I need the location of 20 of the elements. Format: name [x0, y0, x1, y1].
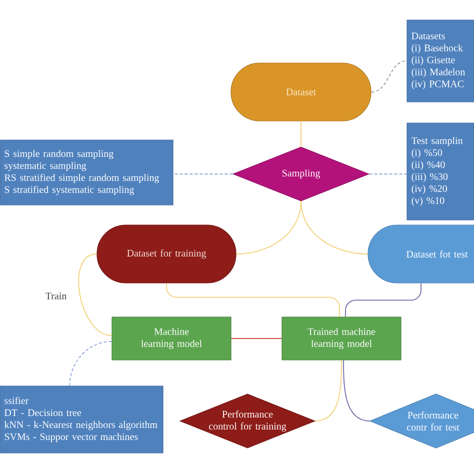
connector-line [78, 254, 112, 336]
rounded-box: Dataset for training [96, 224, 236, 284]
text-box: S simple random sampling systematic sampling RS stratified simple random sampling S stratified systematic sampling [0, 140, 174, 206]
dashed-line [69, 341, 112, 386]
process-box: Trained machine learning model [282, 316, 402, 360]
text-box: ssifier DT - Decision tree kNN - k-Nearest neighbors algorithm SVMs - Suppor vector machines [0, 386, 164, 454]
connector-line [300, 200, 368, 254]
connector-line [314, 360, 342, 422]
edge-label: Train [44, 292, 68, 300]
rounded-box: Dataset fot test [368, 224, 474, 284]
rounded-box: Dataset [230, 62, 372, 122]
text-box: Test samplin (i) %50 (ii) %40 (iii) %30 (iv) %20 (v) %10 [406, 122, 474, 220]
connector-line [230, 338, 282, 339]
text-box: Datasets (i) Basehock (ii) Gisette (iii) Madelon (iv) PCMAC [406, 20, 474, 102]
process-box: Machine learning model [112, 316, 232, 360]
connector-line [345, 282, 422, 318]
dashed-line [370, 60, 408, 92]
connector-line [343, 360, 370, 422]
connector-line [300, 120, 302, 148]
connector-line [166, 282, 340, 318]
